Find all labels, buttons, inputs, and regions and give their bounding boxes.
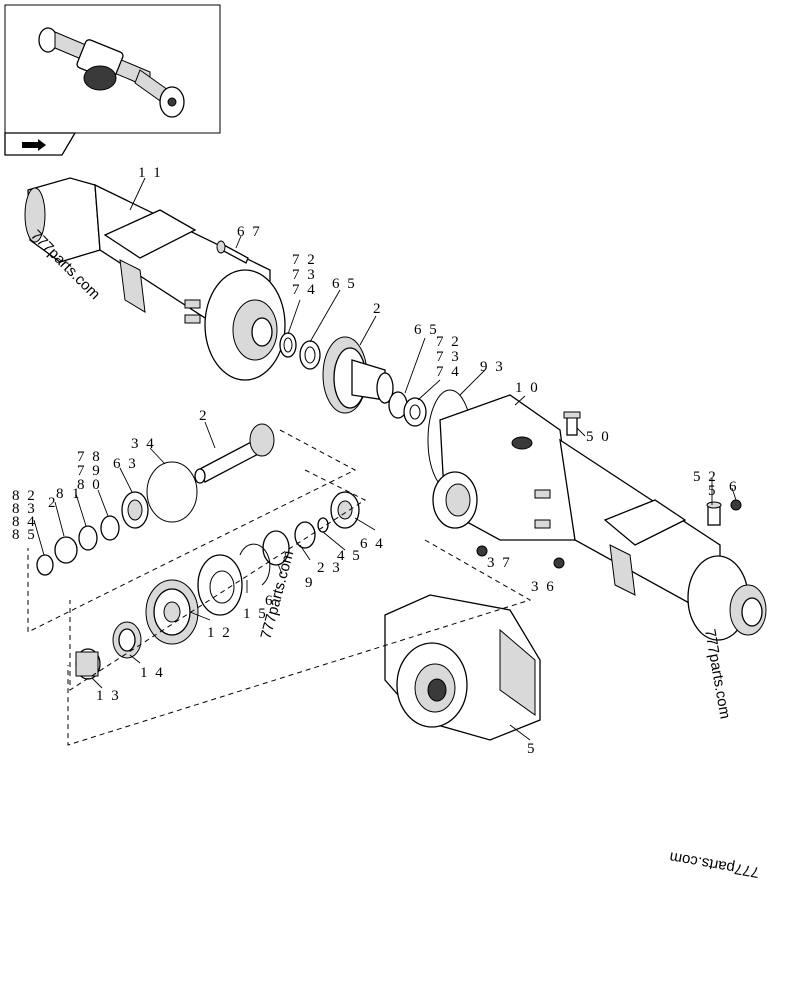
- shim-stack-upper: [279, 332, 321, 370]
- label-93: 9 3: [480, 359, 505, 375]
- watermark-2: 777parts.com: [257, 549, 297, 641]
- label-84: 8 4: [12, 514, 37, 530]
- label-74-b: 7 4: [436, 364, 461, 380]
- label-73-a: 7 3: [292, 267, 317, 283]
- label-65-a: 6 5: [332, 276, 357, 292]
- thumbnail-axle-icon: [38, 27, 185, 118]
- gear-13: [75, 648, 101, 680]
- label-85: 8 5: [12, 527, 37, 543]
- label-5-gearbox: 5: [527, 741, 537, 757]
- label-65-b: 6 5: [414, 322, 439, 338]
- label-52: 5 2: [693, 469, 718, 485]
- axle-housing-right: [432, 394, 767, 641]
- differential-crown-wheel: [322, 336, 394, 414]
- label-67: 6 7: [237, 224, 262, 240]
- dashed-group-outlines: [27, 429, 532, 746]
- label-82: 8 2: [12, 488, 37, 504]
- fitting-52: [706, 501, 722, 526]
- label-2-c: 2: [48, 495, 58, 511]
- label-13: 1 3: [96, 688, 121, 704]
- part-labels: 1 1 6 7 7 2 7 3 7 4 6 5 2 6 5 7 2 7 3 7 …: [12, 165, 739, 757]
- label-73-b: 7 3: [436, 349, 461, 365]
- label-50: 5 0: [586, 429, 611, 445]
- plug-36: [553, 557, 565, 569]
- label-74-a: 7 4: [292, 282, 317, 298]
- label-8: 8: [56, 486, 66, 502]
- washer-15: [197, 554, 243, 616]
- pinion-shaft: [194, 423, 275, 484]
- circlip-6: [239, 543, 271, 586]
- label-83: 8 3: [12, 501, 37, 517]
- label-72-b: 7 2: [436, 334, 461, 350]
- axle-housing-left: [24, 177, 286, 381]
- circlip-34: [146, 461, 198, 523]
- plug-6: [730, 499, 742, 511]
- thumbnail-inset: [4, 4, 221, 156]
- watermark-4: 777parts.com: [668, 848, 760, 881]
- label-15: 1 5: [243, 606, 268, 622]
- label-10: 1 0: [515, 380, 540, 396]
- leader-lines: [33, 177, 737, 741]
- label-2-b: 2: [199, 408, 209, 424]
- bearing-63: [121, 491, 149, 529]
- label-45: 4 5: [337, 548, 362, 564]
- plug-37: [476, 545, 488, 557]
- gear-14: [112, 621, 142, 659]
- spacer-rings-left: [36, 515, 120, 576]
- label-63: 6 3: [113, 456, 138, 472]
- label-64: 6 4: [360, 536, 385, 552]
- label-6-circlip: 6: [265, 593, 275, 609]
- bolt-67: [216, 240, 249, 264]
- label-34: 3 4: [131, 436, 156, 452]
- label-2-a: 2: [373, 301, 383, 317]
- label-78: 7 8: [77, 449, 102, 465]
- label-37: 3 7: [487, 555, 512, 571]
- arrow-icon: [22, 139, 46, 151]
- label-1: 1: [72, 486, 82, 502]
- watermark-3: 777parts.com: [701, 628, 734, 720]
- label-9: 9: [305, 575, 315, 591]
- shim-stack-lower: [388, 391, 427, 427]
- label-11: 1 1: [138, 165, 163, 181]
- label-14: 1 4: [140, 665, 165, 681]
- label-80: 8 0: [77, 477, 102, 493]
- gear-12: [145, 579, 199, 645]
- label-36: 3 6: [531, 579, 556, 595]
- label-6-plug: 6: [729, 479, 739, 495]
- label-79: 7 9: [77, 463, 102, 479]
- label-12: 1 2: [207, 625, 232, 641]
- label-23: 2 3: [317, 560, 342, 576]
- breather-50: [563, 411, 581, 436]
- label-5-small: 5: [708, 483, 718, 499]
- bearing-group-right: [262, 491, 360, 566]
- reduction-gearbox: [384, 594, 541, 741]
- label-72-a: 7 2: [292, 252, 317, 268]
